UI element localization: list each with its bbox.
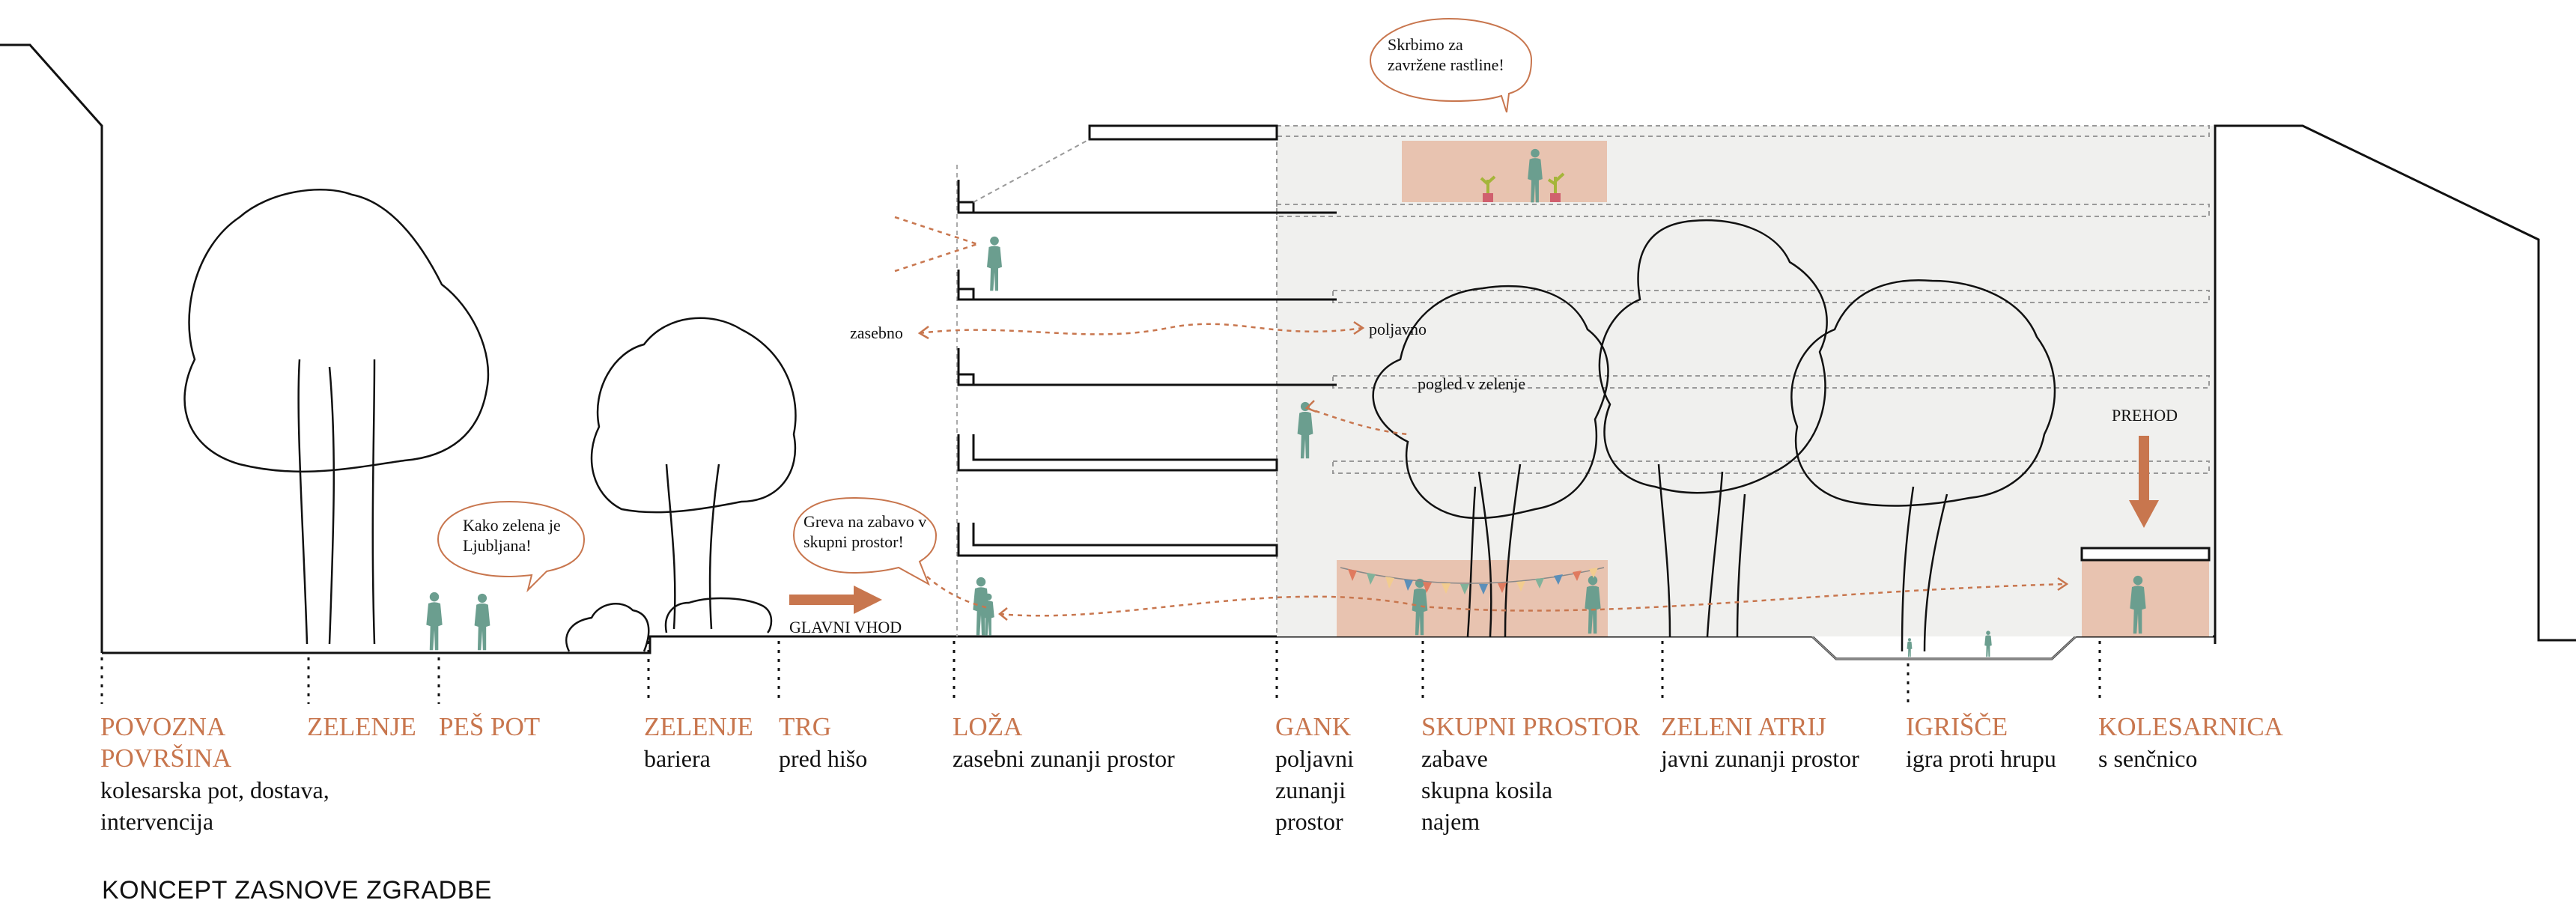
zone-title: GANK [1275, 712, 1352, 741]
zone-title: LOŽA [953, 712, 1023, 741]
shrub-2 [664, 597, 773, 633]
zone-gank: GANK poljavni zunanji prostor [1275, 711, 1354, 837]
passage-arrow [2129, 436, 2159, 528]
right-building-outline [2214, 124, 2576, 644]
view-cone-lines [894, 216, 978, 273]
zone-pes-pot: PEŠ POT [439, 711, 540, 743]
tree-4 [1598, 219, 1828, 494]
zone-desc: zasebni zunanji prostor [953, 745, 1175, 772]
speech-bubbles [437, 17, 1533, 593]
zone-desc: igra proti hrupu [1906, 745, 2056, 772]
zone-igrisce: IGRIŠČE igra proti hrupu [1906, 711, 2056, 774]
left-building-outline [0, 43, 103, 653]
zone-dividers [100, 641, 2101, 704]
label-prehod: PREHOD [2112, 406, 2178, 425]
flow-arrows [919, 323, 2068, 617]
rooftop-garden-zone [1402, 141, 1607, 202]
zone-title: PEŠ POT [439, 712, 541, 741]
figure-caption: KONCEPT ZASNOVE ZGRADBE [102, 876, 492, 905]
label-poljavno: poljavno [1369, 320, 1427, 338]
bike-shelter-roof [2080, 547, 2211, 562]
zone-title: ZELENJE [644, 712, 753, 741]
zone-title: TRG [779, 712, 831, 741]
bubble-text-rastline: Skrbimo za zavržene rastline! [1388, 35, 1504, 74]
zone-povozna-povrsina: POVOZNA POVRŠINA kolesarska pot, dostava… [100, 711, 329, 837]
shrub-1 [565, 603, 650, 652]
zone-kolesarnica: KOLESARNICA s senčnico [2098, 711, 2283, 774]
zone-trg: TRG pred hišo [779, 711, 867, 774]
slab-view-line [973, 139, 1090, 203]
zone-zelenje-1: ZELENJE [307, 711, 416, 743]
label-pogled: pogled v zelenje [1418, 374, 1526, 393]
label-glavni-vhod: GLAVNI VHOD [789, 618, 902, 636]
bubble-text-zabava: Greva na zabavo v skupni prostor! [804, 512, 927, 551]
trees [183, 189, 2056, 652]
zone-desc: javni zunanji prostor [1661, 745, 1859, 772]
playground-pit [1811, 636, 2077, 660]
zone-zelenje-2: ZELENJE bariera [644, 711, 753, 774]
label-zasebno: zasebno [850, 323, 903, 342]
zone-title: IGRIŠČE [1906, 712, 2008, 741]
zone-skupni-prostor: SKUPNI PROSTOR zabave skupna kosila naje… [1421, 711, 1640, 837]
flow-arrowheads [917, 320, 2069, 621]
zone-title: ZELENI ATRIJ [1661, 712, 1826, 741]
gallery-facade [1277, 126, 2213, 636]
main-entrance-arrow [789, 586, 882, 614]
zone-title: KOLESARNICA [2098, 712, 2283, 741]
zone-zeleni-atrij: ZELENI ATRIJ javni zunanji prostor [1661, 711, 1859, 774]
bike-shelter-zone [2082, 560, 2209, 636]
tree-5 [1790, 279, 2056, 507]
zone-desc: bariera [644, 745, 711, 772]
zone-title: ZELENJE [307, 712, 416, 741]
common-room-zone [1337, 560, 1608, 636]
bubble-text-ljubljana: Kako zelena je Ljubljana! [463, 516, 561, 555]
zone-title: SKUPNI PROSTOR [1421, 712, 1641, 741]
tree-2 [590, 317, 797, 514]
party-bunting [1340, 567, 1605, 595]
zone-desc: kolesarska pot, dostava, intervencija [100, 776, 329, 835]
zone-desc: zabave skupna kosila najem [1421, 745, 1553, 835]
zone-loza: LOŽA zasebni zunanji prostor [953, 711, 1175, 774]
ground-line [102, 635, 2215, 660]
zone-title: POVOZNA POVRŠINA [100, 712, 232, 773]
tree-1 [183, 189, 490, 473]
zone-desc: poljavni zunanji prostor [1275, 745, 1354, 835]
zone-desc: pred hišo [779, 745, 868, 772]
floor-slabs [957, 124, 1337, 557]
potted-plants [1480, 172, 1565, 202]
zone-desc: s senčnico [2098, 745, 2198, 772]
